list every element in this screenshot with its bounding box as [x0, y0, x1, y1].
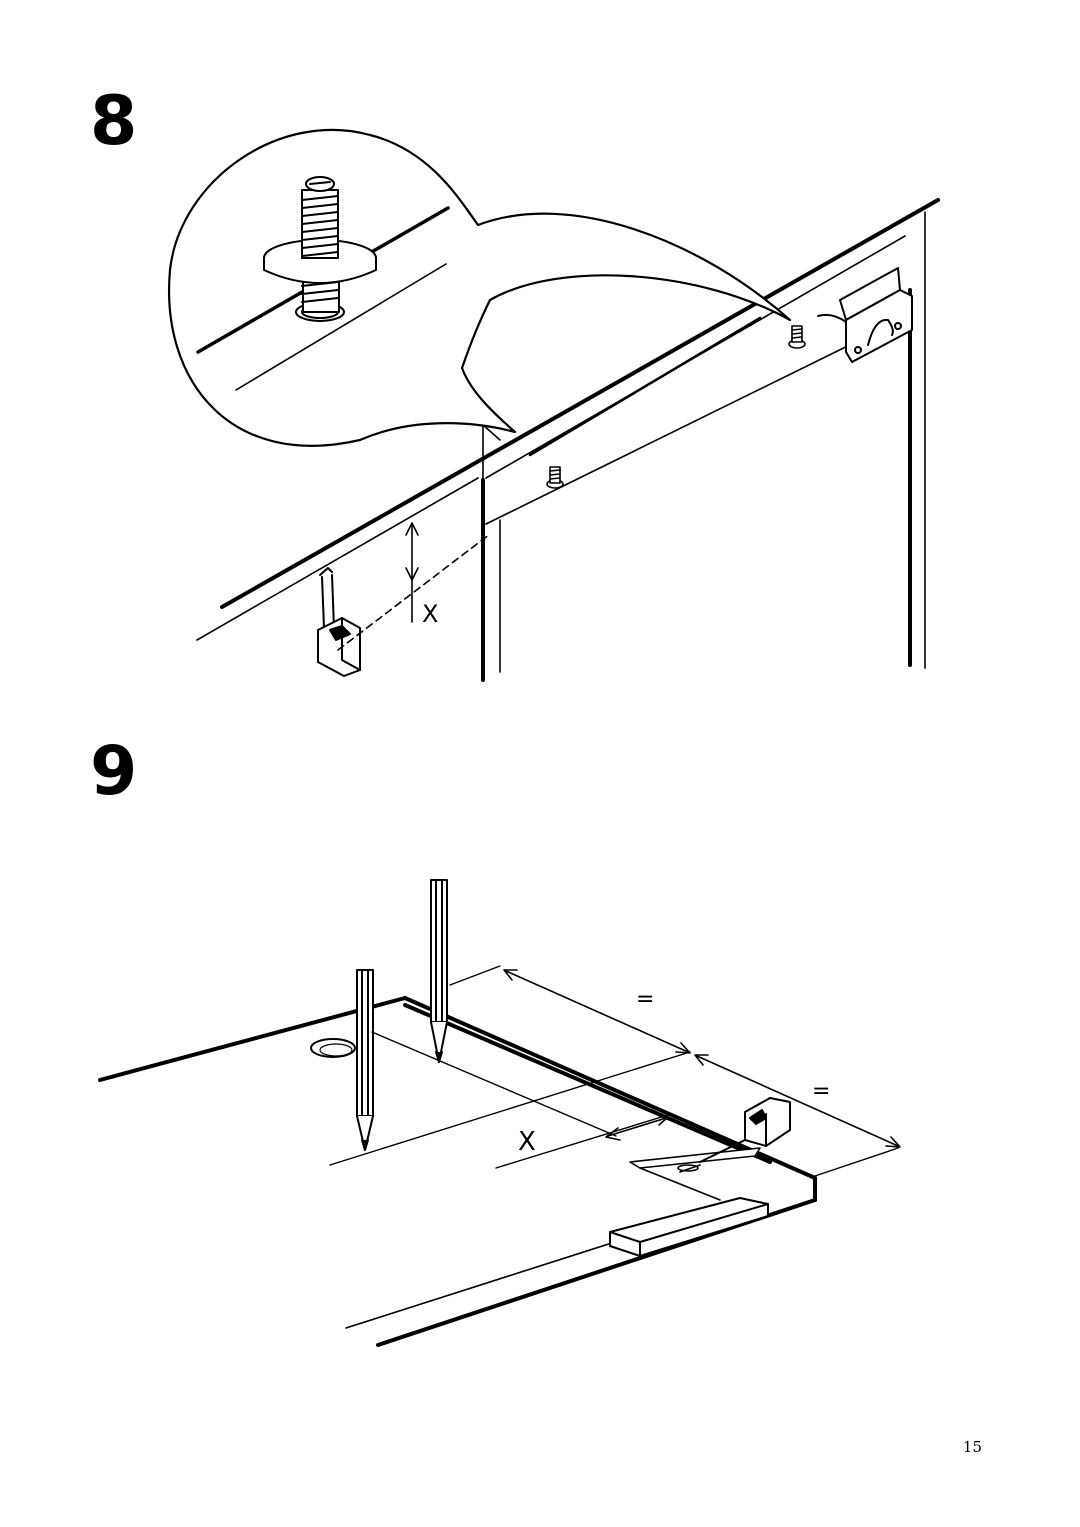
- dimension-label-x: X: [422, 600, 438, 628]
- dimension-label-x: X: [518, 1127, 536, 1157]
- dimension-arrow-x: [605, 1113, 669, 1141]
- hole: [310, 1038, 356, 1058]
- screw-closeup: [263, 176, 377, 322]
- magnifier-bubble: [167, 128, 792, 447]
- dimension-arrow-equal-2: [694, 1054, 901, 1148]
- equal-label-1: =: [636, 987, 654, 1012]
- door-panels: [481, 211, 926, 682]
- equal-label-2: =: [812, 1079, 830, 1104]
- tape-measure: [699, 1097, 791, 1163]
- dimension-arrow: [405, 522, 419, 623]
- countertop: [98, 996, 817, 1347]
- pencil-1: [356, 969, 374, 1151]
- dimension-arrow-equal-1: [503, 969, 691, 1054]
- step-number-9: 9: [90, 732, 138, 811]
- rail-piece: [629, 1147, 761, 1201]
- pencil-2: [430, 879, 448, 1063]
- page-number: 15: [962, 1438, 982, 1456]
- screw-small-2: [788, 325, 806, 349]
- step-8-illustration: X: [167, 128, 940, 682]
- hanging-bracket: [817, 267, 913, 363]
- wood-block: [609, 1197, 769, 1257]
- rail: [196, 198, 940, 641]
- tape-measure: [317, 567, 361, 677]
- step-number-8: 8: [90, 82, 138, 161]
- screw-small-1: [546, 466, 564, 489]
